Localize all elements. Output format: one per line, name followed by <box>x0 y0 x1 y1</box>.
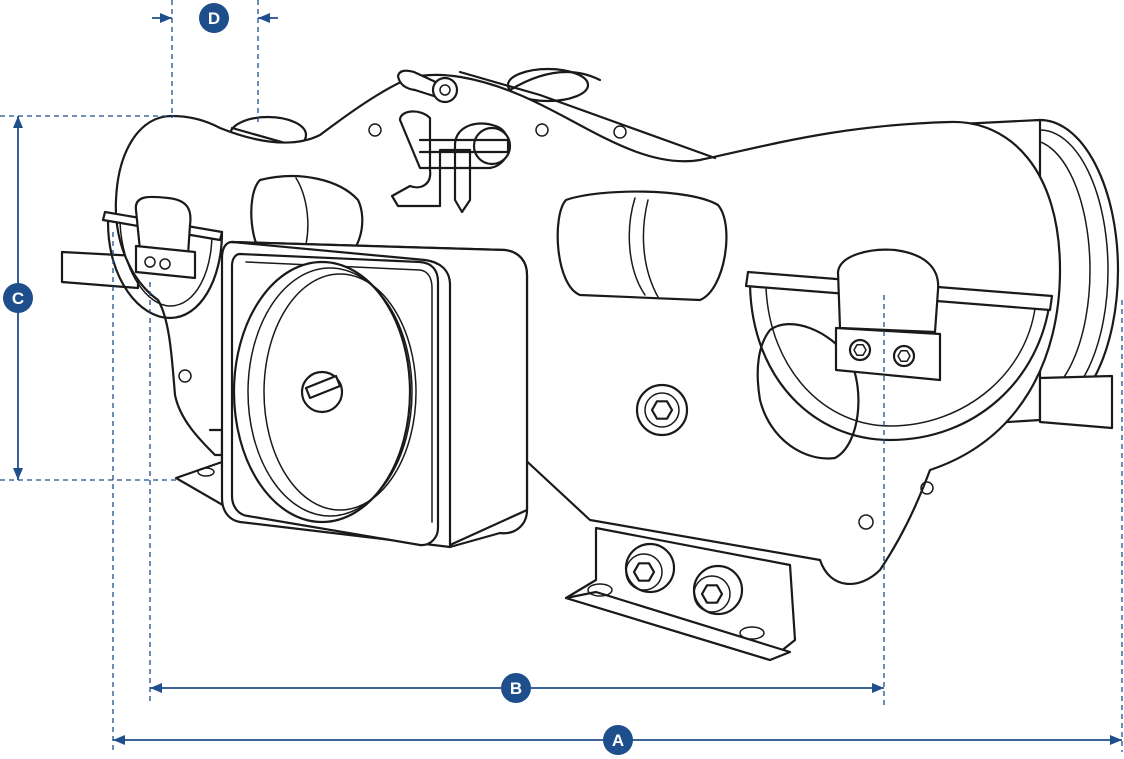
dim-d-arrow-left <box>160 13 172 23</box>
dimension-badge-circle <box>199 3 229 33</box>
dimension-badge-b: B <box>501 673 531 703</box>
dimension-label-d: D <box>208 9 220 28</box>
top-eyelet <box>396 69 459 104</box>
dimension-label-c: C <box>12 289 24 308</box>
dim-a-arrow-left <box>113 735 125 745</box>
dimension-badge-circle <box>603 725 633 755</box>
dim-b-arrow-right <box>872 683 884 693</box>
latch-lever <box>390 110 512 214</box>
right-shaft-bar <box>1038 374 1114 430</box>
dim-d-arrow-right <box>258 13 270 23</box>
bottom-mounting-bracket <box>564 526 797 662</box>
dim-c-arrow-top <box>13 116 23 128</box>
hex-socket-bolt-icon <box>635 383 689 437</box>
hex-socket-bolt-icon <box>624 542 676 594</box>
center-slot <box>556 190 728 302</box>
dim-c-arrow-bottom <box>13 468 23 480</box>
left-roller-guide <box>101 195 224 320</box>
dimension-badge-c: C <box>3 283 33 313</box>
left-slot <box>250 174 364 262</box>
dim-a-arrow-right <box>1110 735 1122 745</box>
dimension-badge-a: A <box>603 725 633 755</box>
right-roller-guide <box>744 248 1054 442</box>
dimension-badge-circle <box>501 673 531 703</box>
dimension-label-b: B <box>510 679 522 698</box>
dim-b-arrow-left <box>150 683 162 693</box>
slotted-screw-icon <box>300 370 344 414</box>
gearbox-housing <box>220 240 529 549</box>
hex-socket-bolt-icon <box>692 564 744 616</box>
dimension-badge-circle <box>3 283 33 313</box>
dimension-label-a: A <box>612 731 624 750</box>
dimension-badge-d: D <box>199 3 229 33</box>
